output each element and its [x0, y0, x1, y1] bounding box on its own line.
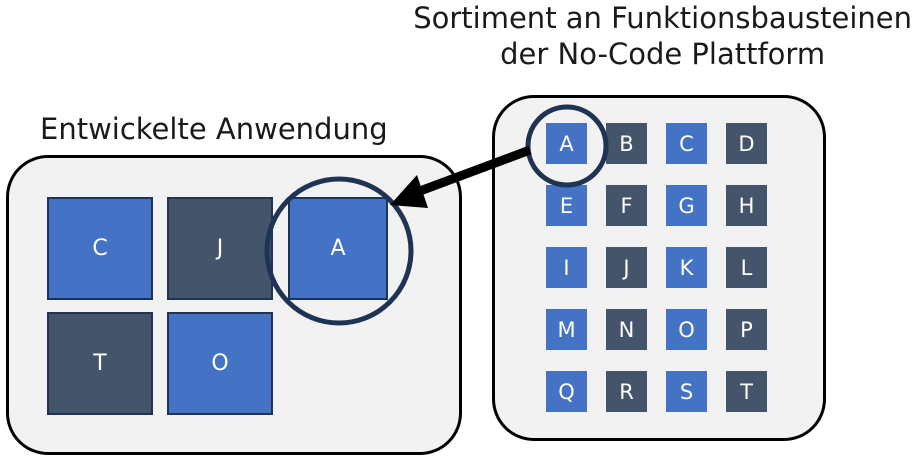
platform-block-a: A [546, 123, 587, 164]
platform-block-d: D [726, 123, 767, 164]
platform-block-n: N [606, 309, 647, 350]
platform-block-b: B [606, 123, 647, 164]
platform-block-q: Q [546, 371, 587, 412]
platform-block-j: J [606, 247, 647, 288]
platform-block-r: R [606, 371, 647, 412]
platform-block-s: S [666, 371, 707, 412]
platform-block-o: O [666, 309, 707, 350]
platform-block-c: C [666, 123, 707, 164]
platform-block-t: T [726, 371, 767, 412]
application-caption: Entwickelte Anwendung [40, 112, 388, 146]
platform-caption: Sortiment an Funktionsbausteinen der No-… [413, 0, 912, 72]
app-block-3: T [47, 312, 153, 415]
platform-block-p: P [726, 309, 767, 350]
platform-block-k: K [666, 247, 707, 288]
platform-block-i: I [546, 247, 587, 288]
platform-block-f: F [606, 185, 647, 226]
app-block-2: A [288, 197, 388, 300]
platform-block-l: L [726, 247, 767, 288]
platform-caption-line1: Sortiment an Funktionsbausteinen [413, 1, 912, 35]
platform-block-m: M [546, 309, 587, 350]
platform-caption-line2: der No-Code Plattform [500, 37, 826, 71]
platform-block-h: H [726, 185, 767, 226]
app-block-0: C [47, 197, 153, 300]
app-block-4: O [167, 312, 273, 415]
app-block-1: J [167, 197, 273, 300]
platform-block-e: E [546, 185, 587, 226]
platform-block-g: G [666, 185, 707, 226]
platform-panel [492, 95, 826, 441]
